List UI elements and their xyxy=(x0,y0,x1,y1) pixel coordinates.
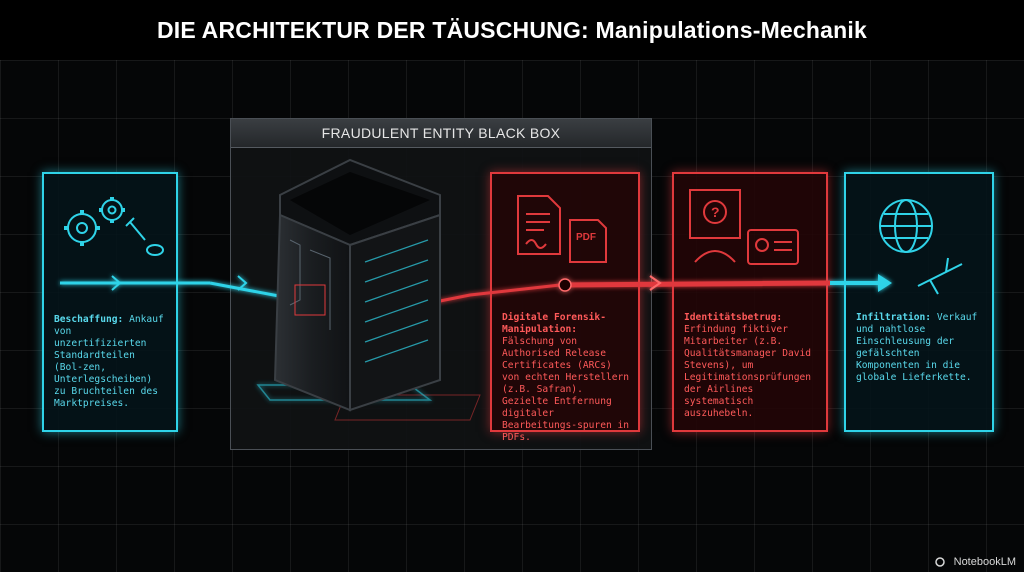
card-beschaffung: Beschaffung: Ankauf von unzertifizierten… xyxy=(42,172,178,432)
brand-label: NotebookLM xyxy=(953,556,1016,568)
card-beschaffung-text: Beschaffung: Ankauf von unzertifizierten… xyxy=(54,314,164,409)
notebooklm-logo-icon xyxy=(935,557,945,567)
pdf-badge: PDF xyxy=(576,232,596,243)
card-identitaet-text: Identitätsbetrug: Erfindung fiktiver Mit… xyxy=(684,312,812,419)
card-forensik-text: Digitale Forensik-Manipulation: Fälschun… xyxy=(502,312,630,443)
svg-text:?: ? xyxy=(711,204,720,220)
card-infiltration: Infiltration: Verkauf und nahtlose Einsc… xyxy=(844,172,994,432)
identity-badge-icon: ? xyxy=(689,189,799,265)
black-box-label: FRAUDULENT ENTITY BLACK BOX xyxy=(231,119,651,148)
card-infiltration-text: Infiltration: Verkauf und nahtlose Einsc… xyxy=(856,312,978,383)
flow-arrows xyxy=(60,274,892,353)
title-bar: DIE ARCHITEKTUR DER TÄUSCHUNG: Manipulat… xyxy=(0,0,1024,60)
globe-plane-icon xyxy=(879,199,963,295)
server-tower-icon xyxy=(256,158,481,421)
page-title: DIE ARCHITEKTUR DER TÄUSCHUNG: Manipulat… xyxy=(157,16,867,43)
gears-bolt-icon xyxy=(64,197,164,256)
document-pdf-icon: PDF xyxy=(517,195,607,263)
card-identitaet: Identitätsbetrug: Erfindung fiktiver Mit… xyxy=(672,172,828,432)
card-forensik: Digitale Forensik-Manipulation: Fälschun… xyxy=(490,172,640,443)
